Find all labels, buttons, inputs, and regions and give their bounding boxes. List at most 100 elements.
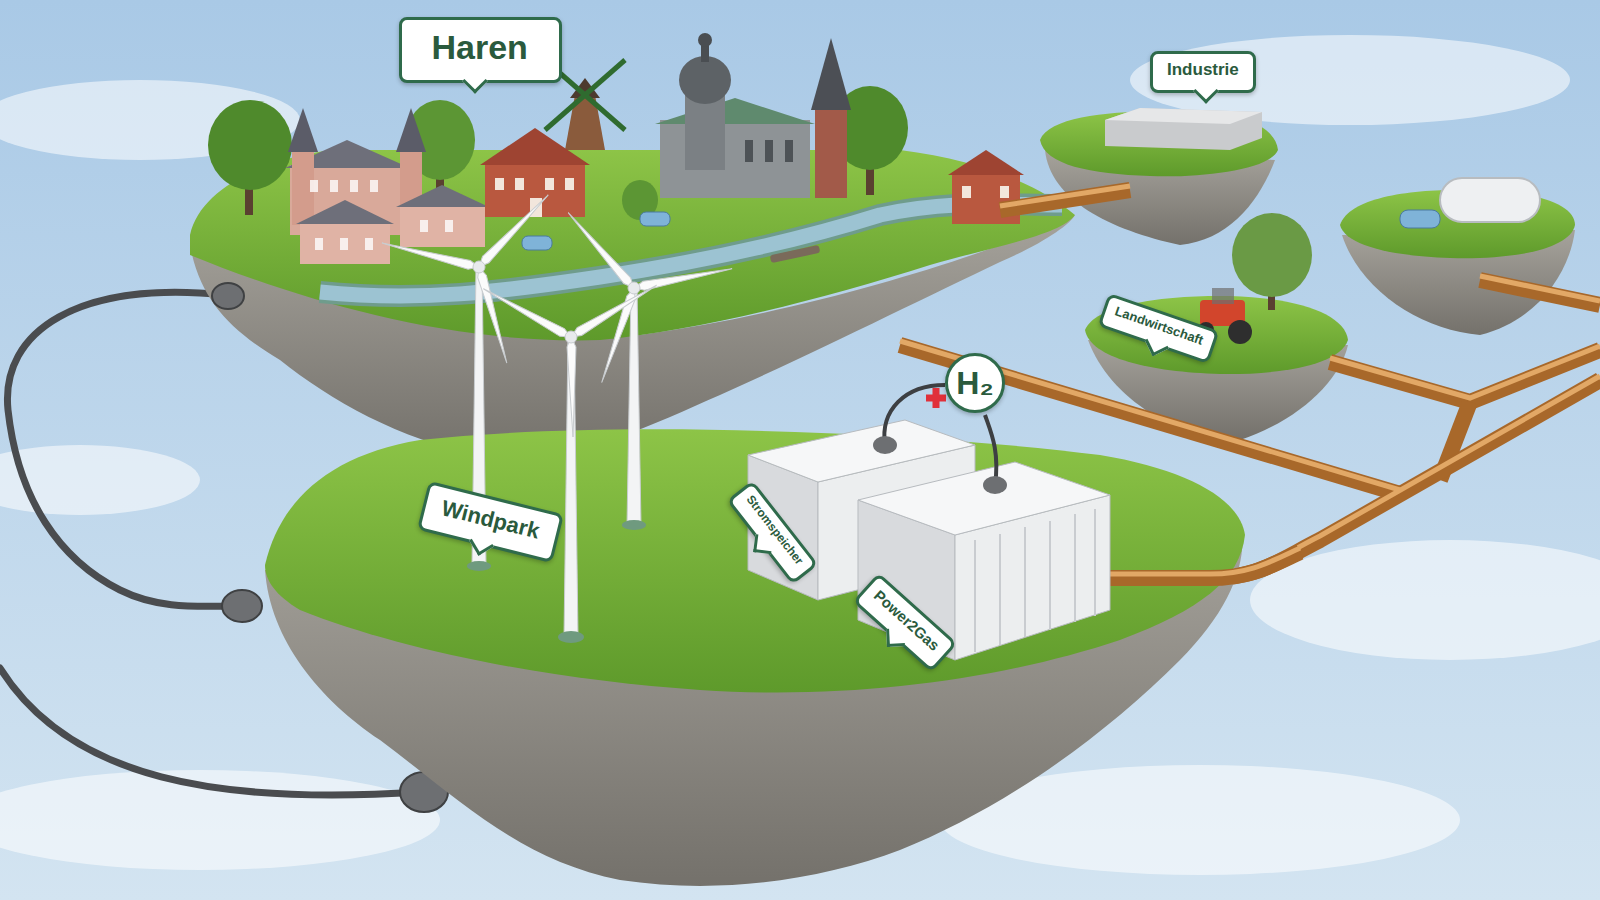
brick-house xyxy=(480,128,590,165)
trees xyxy=(208,100,292,190)
callout-text: H₂ xyxy=(956,365,993,402)
place-callout: Haren xyxy=(399,17,562,83)
gas-pipe xyxy=(1480,276,1600,301)
castle xyxy=(445,220,453,232)
castle xyxy=(315,238,323,250)
wind-turbine xyxy=(482,283,660,437)
industrie-island xyxy=(1040,108,1278,245)
castle xyxy=(296,200,394,224)
brick-house xyxy=(515,178,524,190)
wind-turbine xyxy=(569,283,660,341)
windpark-island xyxy=(265,429,1245,692)
haren-island xyxy=(770,245,821,263)
castle xyxy=(288,108,318,152)
wind-turbine xyxy=(381,193,552,365)
wind-turbine xyxy=(627,288,641,525)
castle xyxy=(370,180,378,192)
plug xyxy=(212,283,244,309)
castle xyxy=(396,108,426,152)
wind-turbine xyxy=(381,237,480,272)
wind-turbine xyxy=(482,283,660,643)
church xyxy=(655,98,815,124)
castle xyxy=(330,180,338,192)
windmill xyxy=(565,95,605,150)
castle xyxy=(310,180,318,192)
h2-cable xyxy=(985,415,996,485)
castle xyxy=(350,180,358,192)
haren-island xyxy=(320,204,1062,296)
power2gas-container xyxy=(974,540,976,652)
house xyxy=(962,186,971,198)
power-cable xyxy=(7,292,238,606)
battery-container xyxy=(748,420,975,482)
wind-turbine xyxy=(567,337,576,437)
tank-island xyxy=(1440,178,1540,222)
brick-house xyxy=(565,178,574,190)
gas-pipe xyxy=(1000,190,1130,210)
h2-cable xyxy=(983,476,1007,494)
clouds xyxy=(0,445,200,515)
brick-house xyxy=(480,128,590,217)
callout-text: Power2Gas xyxy=(871,586,943,654)
cars xyxy=(522,236,552,250)
callout-pointer xyxy=(468,531,493,556)
gas-pipe xyxy=(1480,280,1600,305)
haren-island xyxy=(320,204,1062,296)
component-callout: Stromspeicher xyxy=(726,480,818,585)
wind-turbine xyxy=(475,266,510,365)
place-callout: Industrie xyxy=(1150,51,1256,93)
landwirtschaft-island xyxy=(1212,288,1234,304)
castle xyxy=(396,185,489,207)
house xyxy=(962,186,1009,198)
power2gas-container xyxy=(1074,514,1076,622)
wind-turbine xyxy=(622,520,646,530)
wind-turbine xyxy=(482,284,573,342)
castle xyxy=(310,180,453,250)
callout-text: Stromspeicher xyxy=(742,493,805,568)
church xyxy=(660,120,810,198)
callout-text: Haren xyxy=(432,28,529,67)
castle xyxy=(285,108,489,264)
industrie-island xyxy=(1105,108,1262,150)
h2-cable xyxy=(926,388,946,408)
windpark-island xyxy=(265,429,1245,886)
cars xyxy=(640,212,670,226)
gas-pipe xyxy=(1330,346,1600,398)
church xyxy=(745,140,753,162)
wind-turbine xyxy=(633,266,733,292)
wind-turbine xyxy=(564,337,578,637)
castle xyxy=(300,222,390,264)
place-callout: Windpark xyxy=(417,481,564,563)
wind-turbine xyxy=(475,193,552,270)
h2-badge: H₂ xyxy=(945,353,1005,413)
industrie-island xyxy=(1105,108,1262,124)
h2-cable xyxy=(873,436,897,454)
gas-pipe xyxy=(1000,186,1130,206)
church xyxy=(765,140,773,162)
church xyxy=(698,33,712,47)
castle xyxy=(400,205,485,247)
power2gas-container xyxy=(1094,509,1096,616)
power2gas-container xyxy=(1024,527,1026,637)
wind-turbine xyxy=(467,561,491,571)
callout-pointer xyxy=(1193,78,1218,103)
brick-house xyxy=(545,178,554,190)
church xyxy=(655,33,815,198)
wind-turbine xyxy=(566,209,733,384)
power2gas-container xyxy=(858,462,1110,535)
castle xyxy=(420,220,428,232)
wind-turbine xyxy=(558,631,584,643)
brick-house xyxy=(495,178,504,190)
tank-island xyxy=(1340,178,1575,335)
component-callout: Power2Gas xyxy=(853,572,958,672)
wind-turbine xyxy=(566,209,637,291)
wind-turbine xyxy=(473,261,485,273)
church-tower xyxy=(811,38,851,198)
church-tower xyxy=(815,108,847,198)
castle xyxy=(340,238,348,250)
landwirtschaft-island xyxy=(1228,320,1252,344)
wind-turbine xyxy=(628,282,640,294)
callout-text: Windpark xyxy=(439,495,543,544)
